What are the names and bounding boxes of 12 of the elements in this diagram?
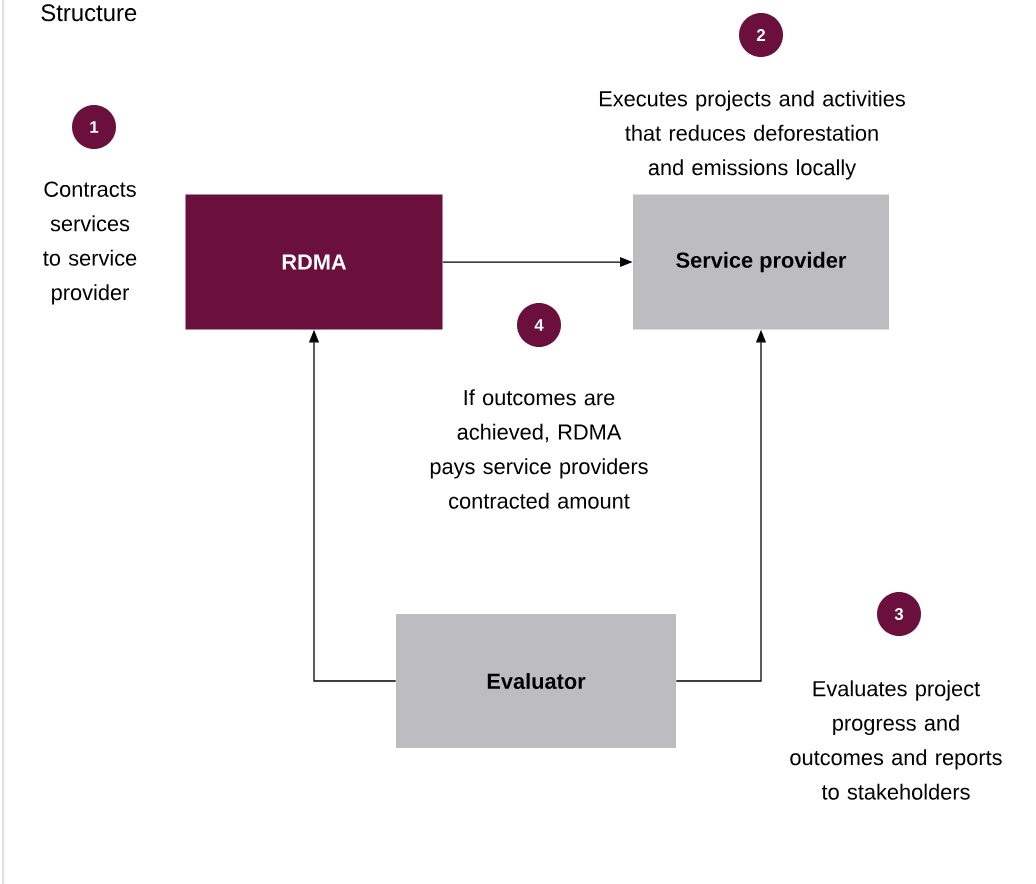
process-box: Evaluator	[396, 614, 676, 748]
process-box: RDMA	[185, 194, 443, 330]
number-badge: 3	[877, 592, 921, 636]
number-badge: 1	[72, 105, 116, 149]
description-text: Executes projects and activities that reduces deforestation and emissions locally	[600, 90, 905, 180]
title: Structure	[41, 4, 137, 22]
description-text: Evaluates project progress and outcomes and reports to stakeholders	[790, 680, 1002, 800]
number-badge: 2	[739, 13, 783, 57]
description-text: Contracts services to service provider	[43, 181, 137, 305]
description-text: If outcomes are achieved, RDMA pays service providers contracted amount	[430, 389, 648, 509]
process-box: Service provider	[633, 194, 889, 330]
number-badge: 4	[517, 303, 561, 347]
